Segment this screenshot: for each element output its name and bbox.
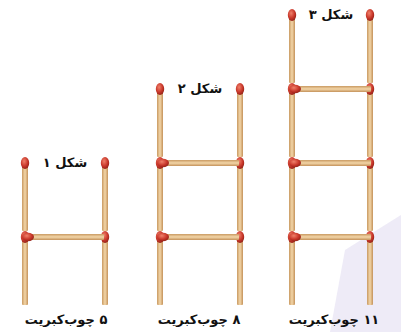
match-vertical — [366, 83, 374, 157]
match-vertical — [366, 157, 374, 231]
match-vertical — [156, 231, 164, 305]
match-horizontal — [157, 159, 239, 167]
match-vertical — [101, 231, 109, 305]
match-vertical — [288, 83, 296, 157]
match-horizontal — [289, 233, 371, 241]
count-caption: ۵ چوب‌کبریت — [25, 312, 108, 328]
match-vertical — [156, 83, 164, 157]
match-vertical — [288, 9, 296, 83]
figure-label: شکل ۲ — [178, 81, 222, 97]
match-vertical — [156, 157, 164, 231]
match-vertical — [288, 157, 296, 231]
count-caption: ۱۱ چوب‌کبریت — [289, 312, 380, 328]
match-vertical — [21, 157, 29, 231]
match-vertical — [101, 157, 109, 231]
figure-label: شکل ۳ — [309, 7, 353, 23]
match-vertical — [236, 231, 244, 305]
match-vertical — [366, 231, 374, 305]
match-vertical — [236, 157, 244, 231]
match-horizontal — [157, 233, 239, 241]
match-vertical — [236, 83, 244, 157]
match-horizontal — [289, 159, 371, 167]
figure-label: شکل ۱ — [43, 155, 87, 171]
count-caption: ۸ چوب‌کبریت — [158, 312, 241, 328]
match-horizontal — [22, 233, 104, 241]
match-vertical — [288, 231, 296, 305]
match-vertical — [366, 9, 374, 83]
match-vertical — [21, 231, 29, 305]
match-horizontal — [289, 85, 371, 93]
